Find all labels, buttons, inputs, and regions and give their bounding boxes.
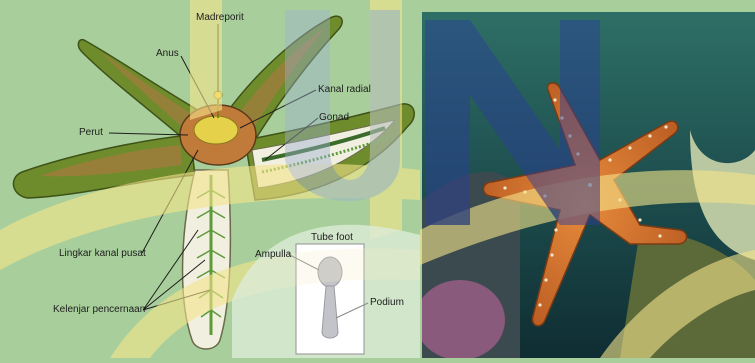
coral-pink [415,280,505,358]
label-perut: Perut [79,127,103,139]
label-lingkar-kanal-pusat: Lingkar kanal pusat [59,248,146,260]
label-anus: Anus [156,48,179,60]
label-ampulla: Ampulla [255,249,291,261]
label-podium: Podium [370,297,404,309]
label-kanal-radial: Kanal radial [318,84,371,96]
label-kelenjar-pencernaan: Kelenjar pencernaan [53,304,145,316]
label-gonad: Gonad [319,112,349,124]
stomach [194,116,238,144]
label-tube-foot: Tube foot [311,232,353,244]
label-madreporit: Madreporit [196,12,244,24]
